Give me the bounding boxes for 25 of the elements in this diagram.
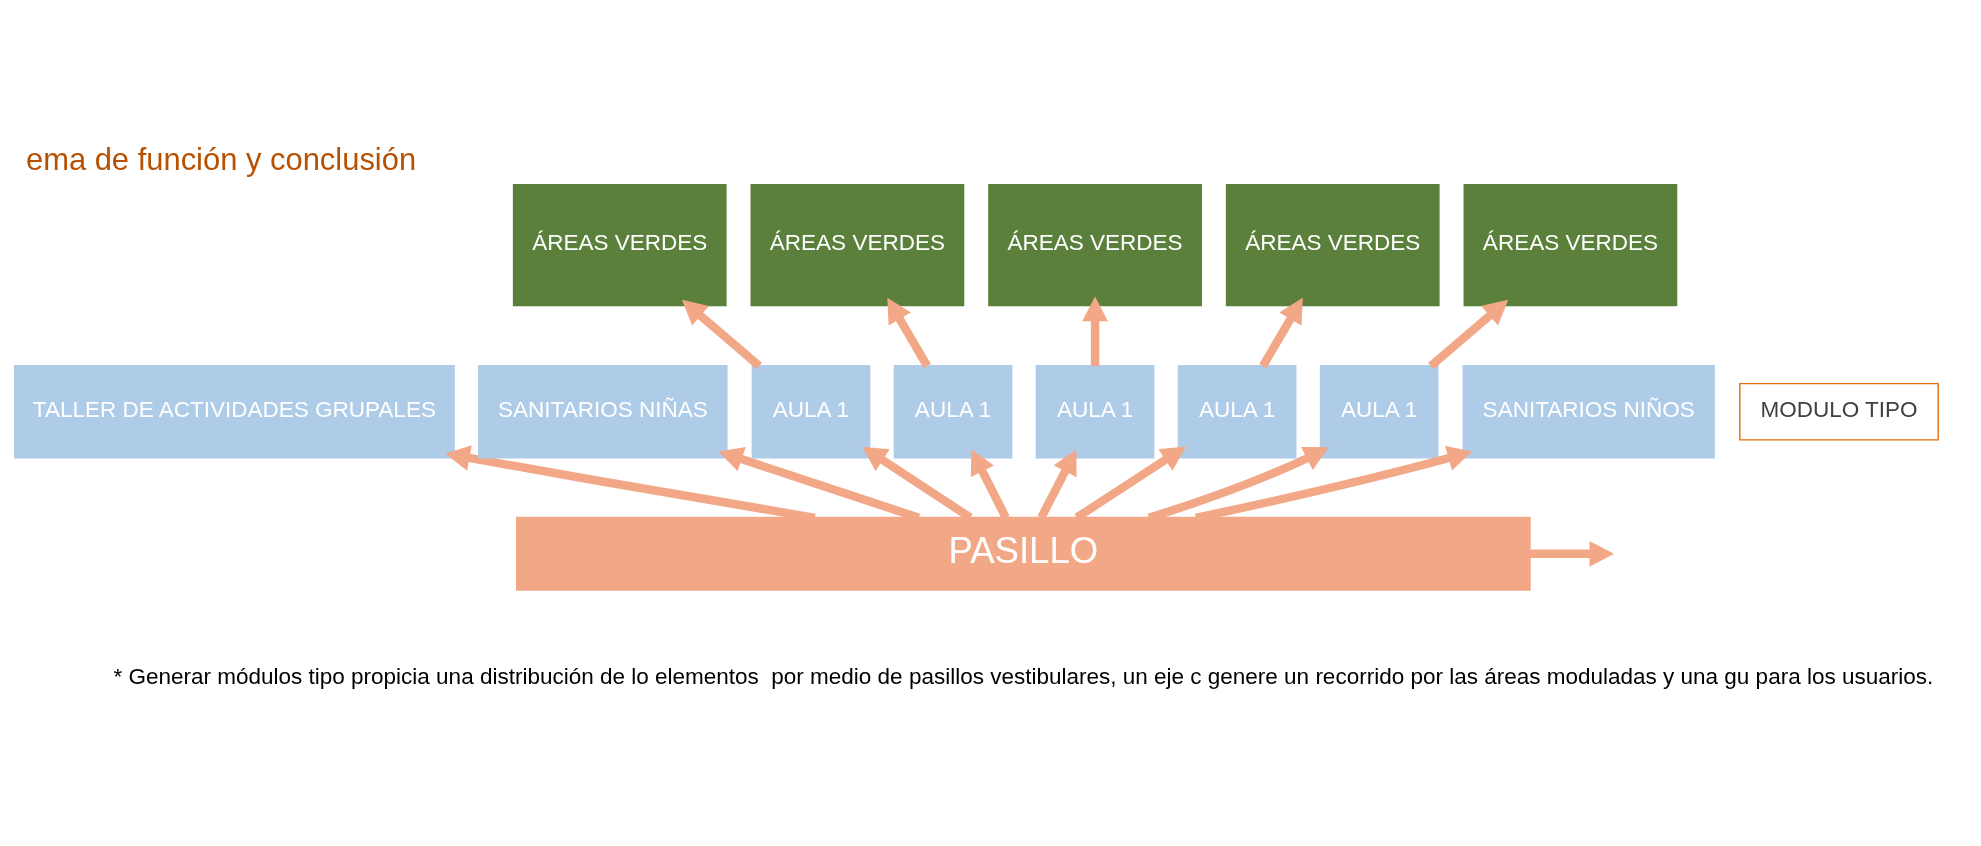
arrow: [1037, 449, 1077, 520]
node-box: ÁREAS VERDES: [987, 183, 1202, 307]
node-box: SANITARIOS NIÑOS: [1462, 365, 1715, 459]
diagram-title: ema de función y conclusión: [25, 142, 416, 177]
node-box: MODULO TIPO: [1738, 382, 1939, 441]
node-box: ÁREAS VERDES: [750, 183, 964, 307]
node-box: ÁREAS VERDES: [1463, 183, 1677, 307]
node-box: PASILLO: [515, 516, 1531, 591]
node-box: AULA 1: [1319, 365, 1438, 459]
caption: * Generar módulos tipo propicia una distribución de lo elementos por medio de pasillos vestibulares, un eje c genere un recorrido por las áreas moduladas y una gu para los usuarios.: [112, 663, 1933, 689]
node-box: AULA 1: [1035, 365, 1154, 459]
arrow: [681, 299, 762, 370]
node-box: ÁREAS VERDES: [1225, 183, 1440, 307]
arrow: [886, 297, 931, 369]
node-box: AULA 1: [751, 365, 870, 459]
arrow: [1081, 296, 1108, 366]
node-box: TALLER DE ACTIVIDADES GRUPALES: [13, 365, 455, 459]
node-box: AULA 1: [1177, 365, 1296, 459]
arrow: [1529, 540, 1614, 567]
node-box: ÁREAS VERDES: [512, 183, 727, 307]
node-box: SANITARIOS NIÑAS: [477, 365, 728, 459]
node-box: AULA 1: [893, 365, 1012, 459]
arrow: [970, 449, 1010, 520]
arrow: [1258, 297, 1303, 369]
arrow: [1427, 299, 1508, 370]
